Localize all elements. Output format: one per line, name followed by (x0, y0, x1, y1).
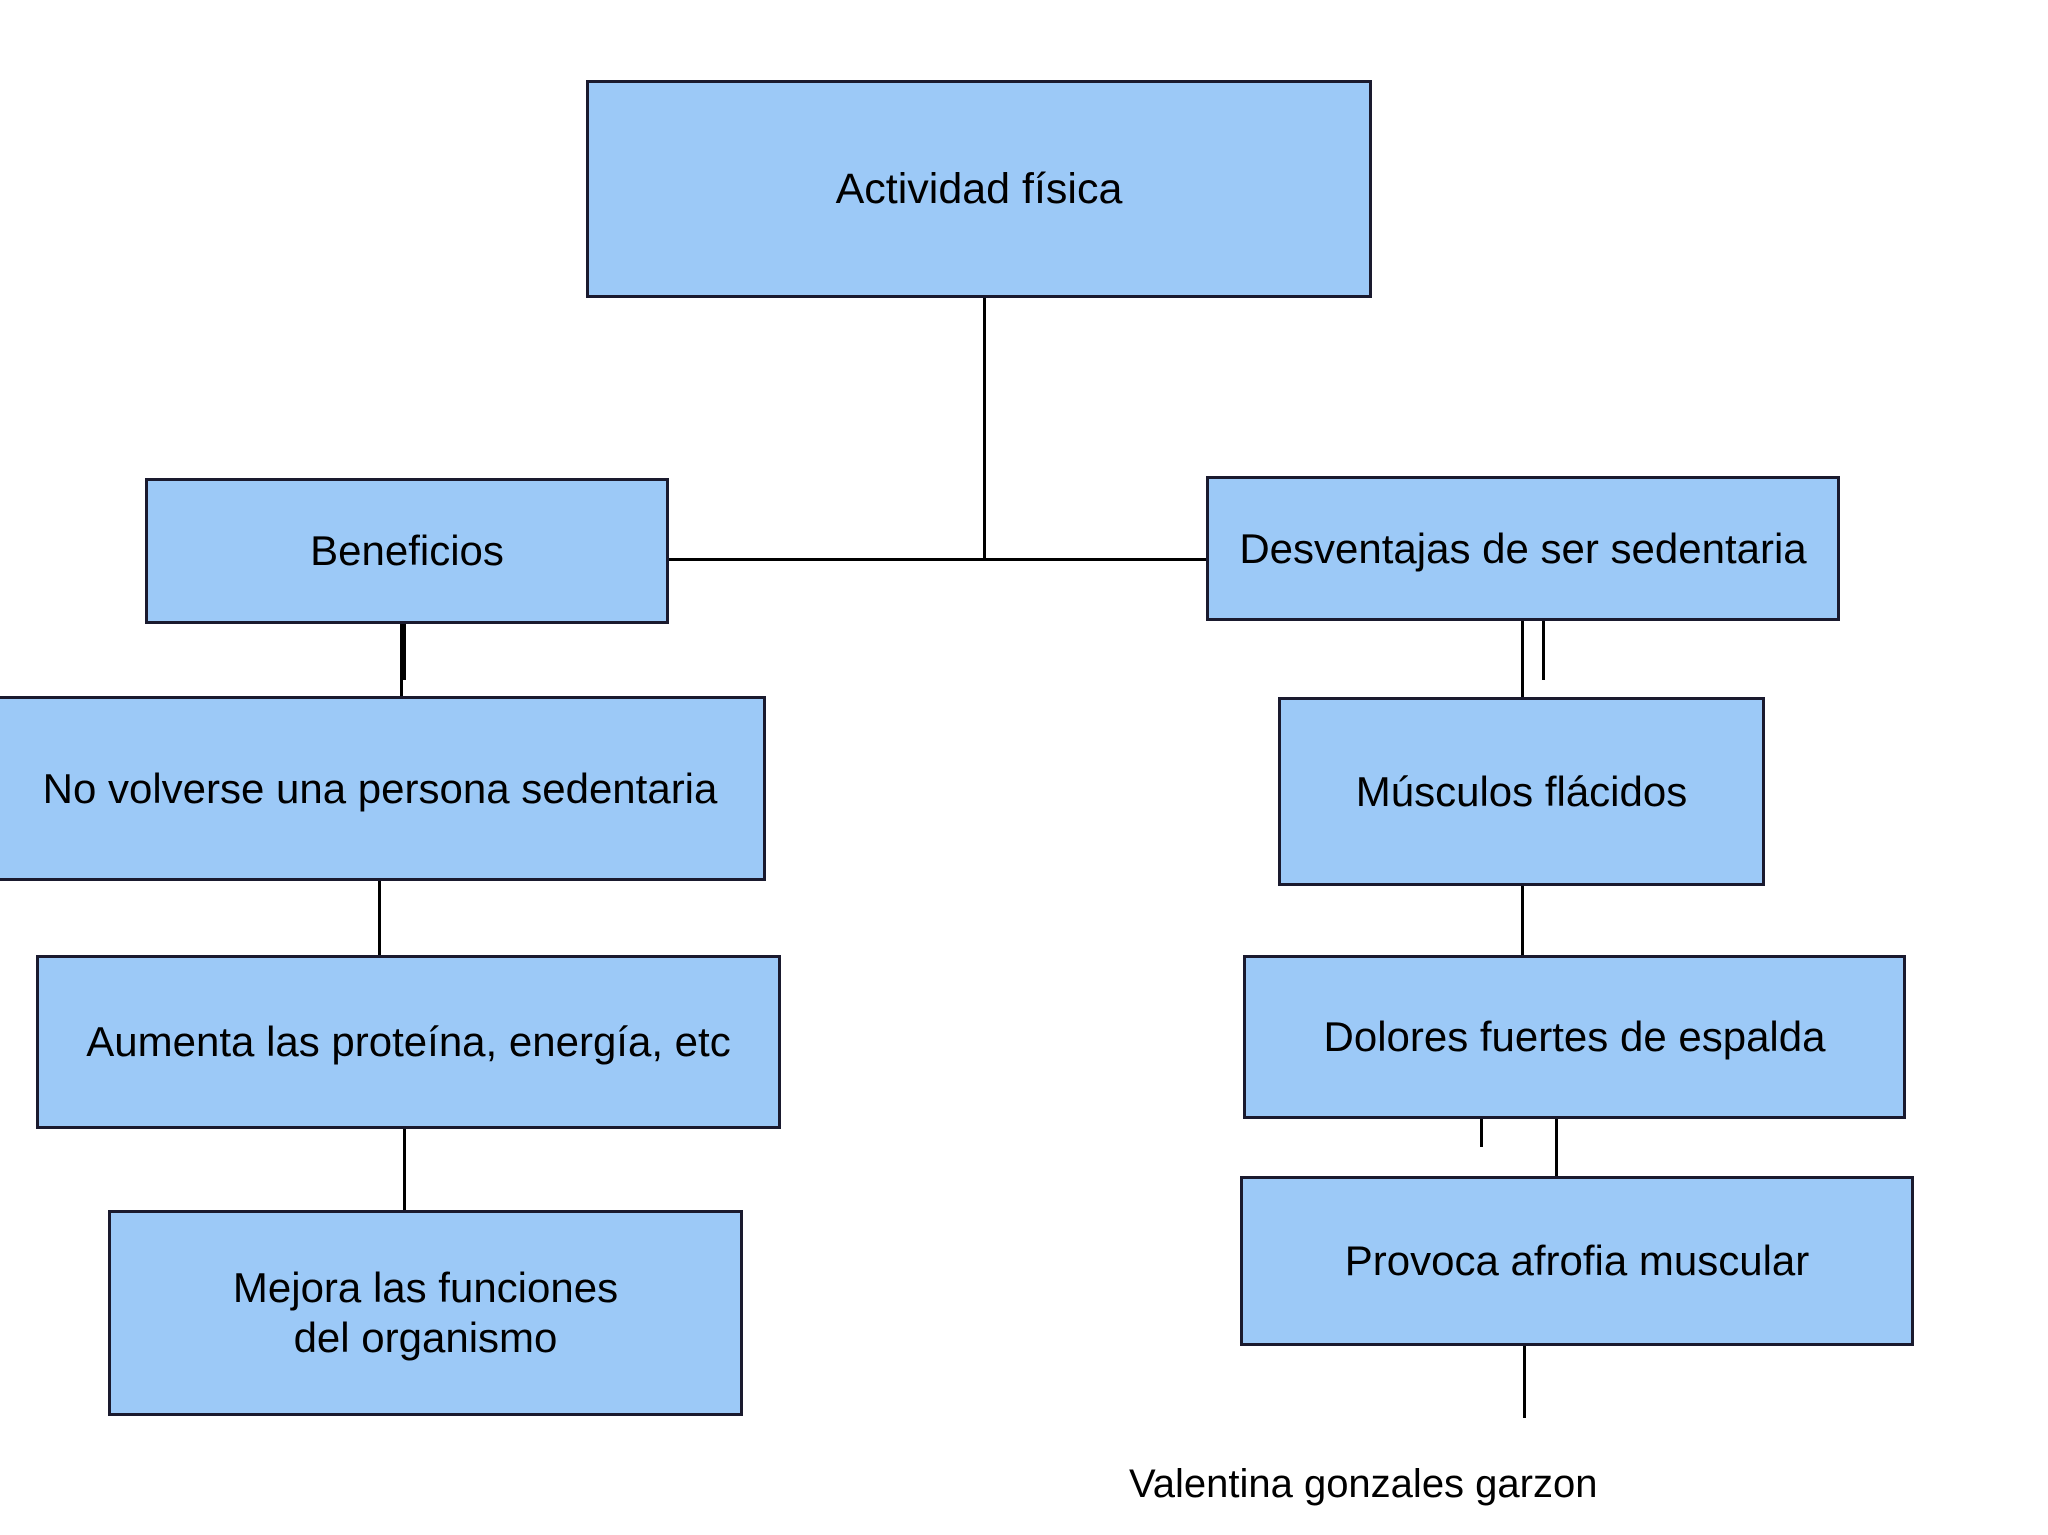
connector-musculos-to-dolores (1521, 886, 1524, 958)
connector-beneficios-to-no-volverse (400, 624, 403, 698)
node-beneficios[interactable]: Beneficios (145, 478, 669, 624)
node-actividad-fisica[interactable]: Actividad física (586, 80, 1372, 298)
node-dolores-fuertes-de-espalda[interactable]: Dolores fuertes de espalda (1243, 955, 1906, 1119)
node-mejora-las-funciones-del-organismo[interactable]: Mejora las funciones del organismo (108, 1210, 743, 1416)
author-credit: Valentina gonzales garzon (1129, 1462, 1598, 1506)
node-musculos-flacidos[interactable]: Músculos flácidos (1278, 697, 1765, 886)
node-provoca-afrofia-muscular[interactable]: Provoca afrofia muscular (1240, 1176, 1914, 1346)
connector-provoca-stub (1523, 1346, 1526, 1418)
connector-aumenta-to-mejora (403, 1129, 406, 1213)
node-aumenta-las-proteina-energia-etc[interactable]: Aumenta las proteína, energía, etc (36, 955, 781, 1129)
node-no-volverse-una-persona-sedentaria[interactable]: No volverse una persona sedentaria (0, 696, 766, 881)
connector-root-stem (983, 298, 986, 560)
connector-desventajas-to-musculos (1521, 620, 1524, 699)
connector-no-volverse-to-aumenta (378, 880, 381, 958)
connector-main-horizontal-bar (403, 558, 1545, 561)
connector-dolores-stub (1480, 1119, 1483, 1147)
connector-dolores-to-provoca (1555, 1119, 1558, 1179)
node-desventajas-de-ser-sedentaria[interactable]: Desventajas de ser sedentaria (1206, 476, 1840, 621)
